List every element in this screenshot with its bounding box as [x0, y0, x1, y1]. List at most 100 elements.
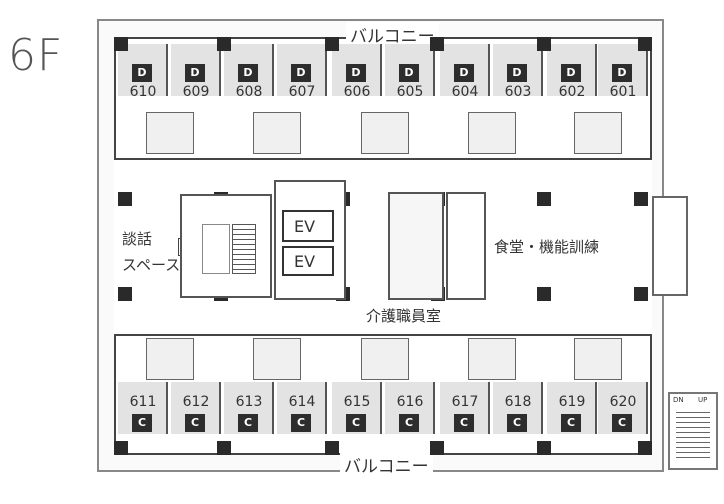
room-number: 620 — [609, 394, 637, 410]
room-number: 604 — [451, 84, 479, 100]
bathroom-block — [361, 338, 409, 380]
pillar — [638, 441, 652, 455]
elevator-1-label: EV — [294, 217, 316, 236]
room-number: 609 — [182, 84, 210, 100]
staff-room-label: 介護職員室 — [366, 307, 442, 325]
room-number: 607 — [288, 84, 316, 100]
room-606[interactable]: D 606 — [332, 44, 382, 100]
window-bay — [652, 196, 688, 296]
room-605[interactable]: D 605 — [385, 44, 435, 100]
room-number: 616 — [396, 394, 424, 410]
room-type-badge: D — [132, 64, 152, 82]
bathroom-block — [574, 338, 622, 380]
room-number: 606 — [343, 84, 371, 100]
pillar — [114, 441, 128, 455]
pillar — [217, 37, 231, 51]
room-type-badge: C — [399, 414, 419, 432]
pillar — [537, 287, 551, 301]
room-type-badge: D — [238, 64, 258, 82]
pillar — [118, 287, 132, 301]
elevator-2-label: EV — [294, 252, 316, 271]
room-number: 614 — [288, 394, 316, 410]
room-number: 601 — [609, 84, 637, 100]
pillar — [325, 441, 339, 455]
room-number: 618 — [504, 394, 532, 410]
pillar — [430, 37, 444, 51]
bathroom-block — [574, 112, 622, 154]
stair-landing — [202, 224, 230, 274]
room-type-badge: C — [561, 414, 581, 432]
room-number: 605 — [396, 84, 424, 100]
room-type-badge: C — [507, 414, 527, 432]
bathroom-block — [253, 338, 301, 380]
room-type-badge: D — [454, 64, 474, 82]
room-type-badge: D — [612, 64, 632, 82]
room-604[interactable]: D 604 — [440, 44, 490, 100]
room-number: 611 — [129, 394, 157, 410]
room-type-badge: C — [346, 414, 366, 432]
emergency-stair: DN UP — [668, 392, 718, 470]
room-type-badge: D — [561, 64, 581, 82]
pillar — [634, 192, 648, 206]
room-type-badge: C — [612, 414, 632, 432]
room-608[interactable]: D 608 — [224, 44, 274, 100]
room-type-badge: C — [238, 414, 258, 432]
room-601[interactable]: D 601 — [598, 44, 648, 100]
room-610[interactable]: D 610 — [118, 44, 168, 100]
bathroom-block — [146, 338, 194, 380]
floor-label: 6F — [8, 30, 64, 81]
pillar — [537, 37, 551, 51]
pillar — [638, 37, 652, 51]
pillar — [325, 37, 339, 51]
balcony-top-label: バルコニー — [346, 22, 439, 47]
room-number: 610 — [129, 84, 157, 100]
pillar — [114, 37, 128, 51]
room-type-badge: D — [399, 64, 419, 82]
room-type-badge: C — [454, 414, 474, 432]
elevator-2[interactable]: EV — [282, 246, 334, 276]
room-type-badge: D — [346, 64, 366, 82]
lounge-label-line1: 談話 — [122, 230, 153, 248]
room-number: 613 — [235, 394, 263, 410]
room-602[interactable]: D 602 — [547, 44, 597, 100]
stair-treads — [232, 224, 256, 274]
room-number: 608 — [235, 84, 263, 100]
room-number: 603 — [504, 84, 532, 100]
kitchen-area — [388, 192, 444, 300]
pillar — [537, 441, 551, 455]
balcony-bottom-label: バルコニー — [340, 452, 433, 477]
bathroom-block — [361, 112, 409, 154]
bathroom-block — [146, 112, 194, 154]
room-number: 617 — [451, 394, 479, 410]
stair-core — [180, 194, 272, 298]
bathroom-block — [468, 338, 516, 380]
stair-steps — [676, 408, 710, 460]
dining-label: 食堂・機能訓練 — [494, 238, 600, 256]
room-number: 619 — [558, 394, 586, 410]
room-type-badge: D — [185, 64, 205, 82]
pantry-area — [446, 192, 486, 300]
room-609[interactable]: D 609 — [171, 44, 221, 100]
room-number: 612 — [182, 394, 210, 410]
lounge-label-line2: スペース — [122, 256, 181, 274]
bathroom-block — [468, 112, 516, 154]
stair-down-label: DN — [673, 396, 684, 404]
pillar — [217, 441, 231, 455]
pillar — [430, 441, 444, 455]
pillar — [118, 192, 132, 206]
room-number: 602 — [558, 84, 586, 100]
bathroom-block — [253, 112, 301, 154]
elevator-1[interactable]: EV — [282, 210, 334, 242]
